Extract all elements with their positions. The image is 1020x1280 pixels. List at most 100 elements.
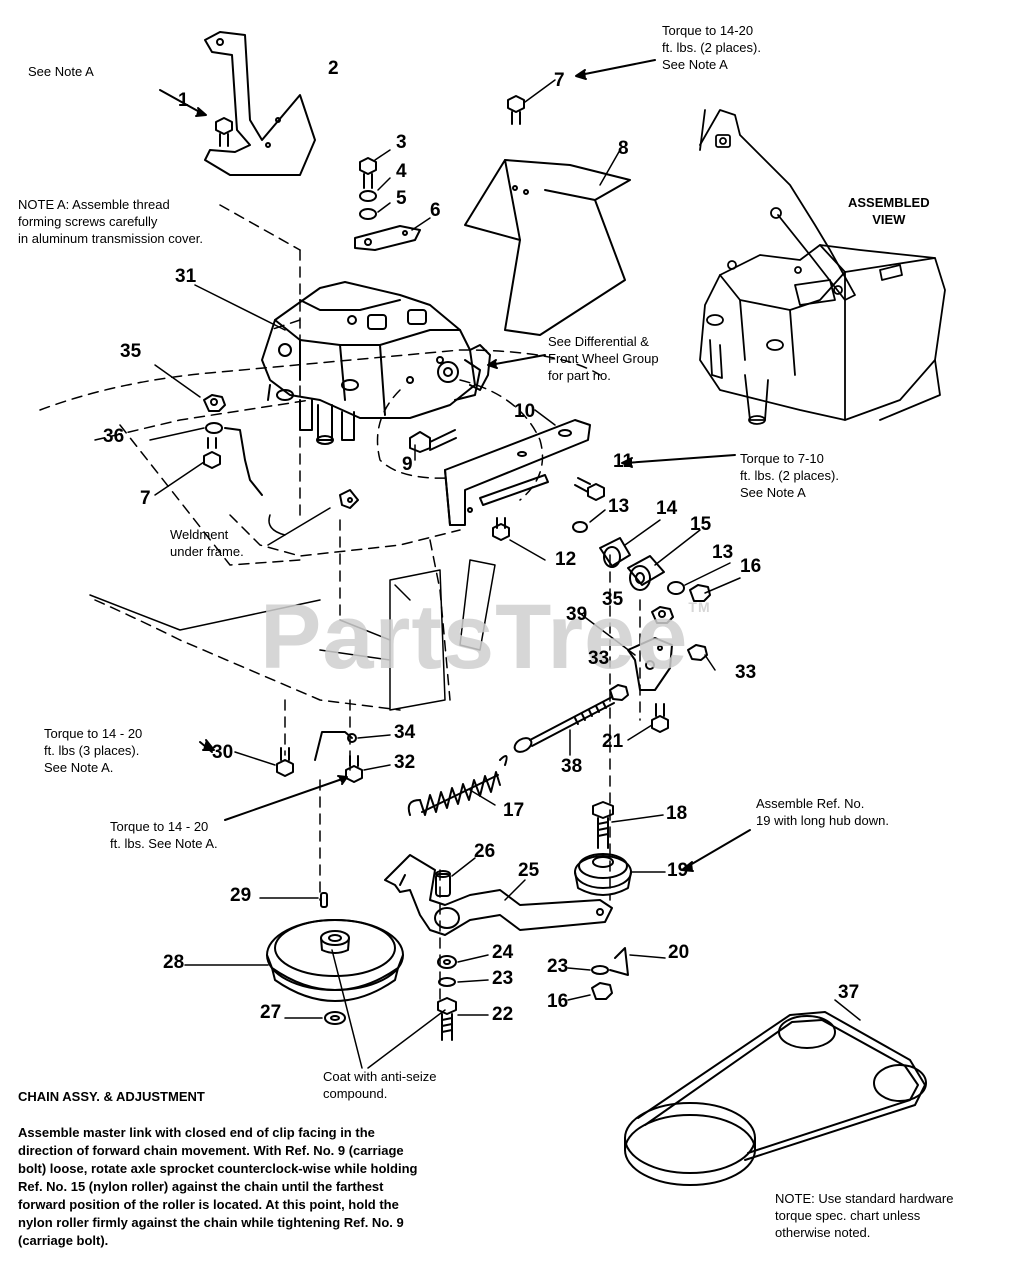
- watermark: PartsTreeTM: [260, 585, 711, 690]
- assembled-view-title: ASSEMBLED VIEW: [848, 195, 930, 227]
- bolt-part-30: [276, 747, 294, 777]
- callout-35-left: 35: [120, 341, 142, 362]
- callout-17: 17: [503, 800, 525, 821]
- watermark-tm: TM: [688, 599, 711, 615]
- callout-37: 37: [838, 982, 860, 1003]
- callout-2: 2: [328, 58, 339, 79]
- note-assemble-19: Assemble Ref. No. 19 with long hub down.: [756, 796, 889, 828]
- bracket-part-10: [444, 419, 591, 526]
- idler-arm-part-25: [384, 854, 613, 936]
- pulley-part-19: [574, 853, 632, 896]
- clip-part-34: [314, 731, 357, 761]
- bolt-part-21: [651, 703, 669, 733]
- callout-1: 1: [178, 90, 189, 111]
- callout-6: 6: [430, 200, 441, 221]
- key-part-29: [320, 892, 328, 908]
- nut-part-33-right: [687, 644, 708, 661]
- arrow-differential: [489, 354, 546, 366]
- bolt-part-32: [345, 755, 363, 783]
- callout-12: 12: [555, 549, 577, 570]
- note-hardware: NOTE: Use standard hardware torque spec.…: [775, 1191, 954, 1240]
- arrow-7-note: [579, 59, 656, 76]
- eyebolt-part-38: [513, 696, 615, 753]
- bolt-part-18: [592, 801, 614, 849]
- carriage-bolt-part-9: [409, 429, 457, 453]
- callout-28: 28: [163, 952, 185, 973]
- callout-14: 14: [656, 498, 678, 519]
- leader-31: [194, 284, 286, 331]
- bolt-part-22: [437, 997, 457, 1041]
- note-weldment: Weldment under frame.: [170, 527, 244, 559]
- callout-36: 36: [103, 426, 125, 447]
- callout-16-lower: 16: [547, 991, 569, 1012]
- callout-31: 31: [175, 266, 197, 287]
- callout-7-top: 7: [554, 70, 565, 91]
- arrow-32: [224, 777, 346, 821]
- linkage-rod: [224, 427, 263, 496]
- sleeve-part-26: [435, 870, 451, 897]
- callout-30: 30: [212, 742, 234, 763]
- weldment: [339, 489, 359, 509]
- callout-34: 34: [394, 722, 416, 743]
- nut-part-16: [689, 584, 711, 602]
- callout-10: 10: [514, 401, 536, 422]
- arrow-11: [624, 454, 736, 464]
- note-a: NOTE A: Assemble thread forming screws c…: [18, 197, 203, 246]
- bolt-part-7-top: [507, 95, 525, 125]
- callout-27: 27: [260, 1002, 282, 1023]
- bolt-stack-3-6: [354, 157, 421, 251]
- cover-part-8: [464, 159, 631, 336]
- frame-rails: [89, 514, 496, 711]
- callout-4: 4: [396, 161, 407, 182]
- callout-13-upper: 13: [608, 496, 630, 517]
- callout-11: 11: [613, 451, 634, 472]
- callout-21: 21: [602, 731, 624, 752]
- note-torque-7: Torque to 14-20 ft. lbs. (2 places). See…: [662, 23, 761, 72]
- callout-3: 3: [396, 132, 407, 153]
- callout-32: 32: [394, 752, 416, 773]
- callout-9: 9: [402, 454, 413, 475]
- callout-5: 5: [396, 188, 407, 209]
- assembled-view: [699, 109, 946, 425]
- roller-part-15: [627, 555, 665, 591]
- bolt-part-11: [574, 477, 605, 501]
- nut-part-33-left: [609, 684, 629, 701]
- nut-part-35-right: [651, 606, 674, 624]
- callout-20: 20: [668, 942, 690, 963]
- spring-part-17: [407, 755, 508, 816]
- callout-18: 18: [666, 803, 688, 824]
- note-anti-seize: Coat with anti-seize compound.: [323, 1069, 437, 1101]
- note-see-note-a: See Note A: [28, 64, 94, 79]
- callout-16-upper: 16: [740, 556, 762, 577]
- leaders-3-6: [374, 149, 431, 231]
- bracket-part-2: [204, 31, 316, 176]
- callout-26: 26: [474, 841, 496, 862]
- callout-23-right: 23: [547, 956, 569, 977]
- note-torque-32: Torque to 14 - 20 ft. lbs. See Note A.: [110, 819, 218, 851]
- leader-10: [534, 409, 556, 426]
- washer-part-13: [572, 521, 588, 533]
- drive-pulley-part-28: [266, 919, 404, 1002]
- washer-part-13b: [667, 581, 685, 595]
- nut-part-24: [437, 955, 457, 969]
- callout-38: 38: [561, 756, 583, 777]
- transmission-part-31: [261, 281, 481, 445]
- washer-part-36: [205, 422, 223, 434]
- bolt-part-12: [492, 517, 510, 541]
- callout-29: 29: [230, 885, 252, 906]
- leader-39: [581, 614, 636, 656]
- callout-8: 8: [618, 138, 629, 159]
- leader-7-top: [524, 79, 556, 103]
- washer-part-23b: [591, 965, 609, 975]
- callout-19: 19: [667, 860, 689, 881]
- callout-35-right: 35: [602, 589, 624, 610]
- callout-33-left: 33: [588, 648, 610, 669]
- callout-22: 22: [492, 1004, 514, 1025]
- leaders-35-36-7: [149, 364, 205, 496]
- chain-title: CHAIN ASSY. & ADJUSTMENT: [18, 1089, 205, 1104]
- leaders-anti-seize: [331, 949, 446, 1069]
- callout-25: 25: [518, 860, 540, 881]
- arrow-19: [684, 829, 751, 869]
- note-torque-30: Torque to 14 - 20 ft. lbs (3 places). Se…: [44, 726, 143, 775]
